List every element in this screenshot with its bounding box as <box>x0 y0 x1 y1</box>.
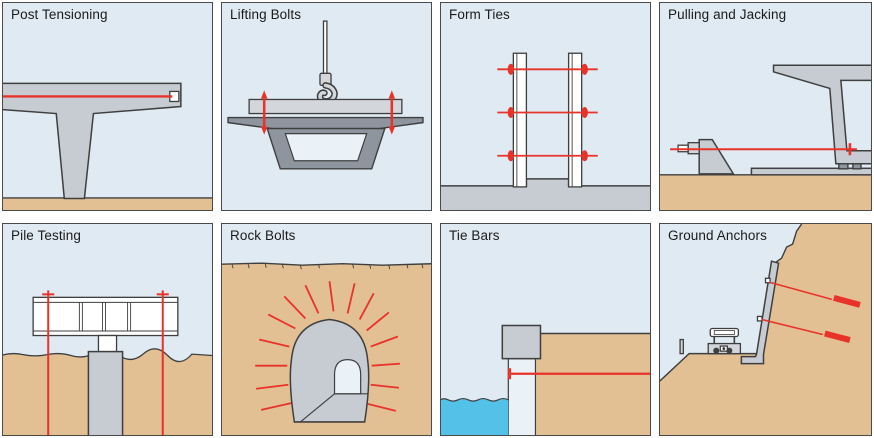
form-tie <box>497 107 598 119</box>
ground-anchor <box>769 281 861 308</box>
t-beam <box>3 82 182 200</box>
post <box>679 338 684 355</box>
bearing-block <box>852 163 862 170</box>
tunnel <box>289 318 370 423</box>
panel-title: Ground Anchors <box>668 228 767 243</box>
tunnel-floor <box>299 393 368 423</box>
panel-lifting-bolts: Lifting Bolts <box>221 2 432 211</box>
panel-title: Rock Bolts <box>230 228 296 243</box>
anchor-bar <box>42 290 55 435</box>
tie-bars-illustration <box>441 324 650 435</box>
panel-title: Tie Bars <box>449 228 500 243</box>
panel-title: Post Tensioning <box>11 7 108 22</box>
capping-beam <box>501 324 542 360</box>
test-beam <box>32 296 179 337</box>
panel-post-tensioning: Post Tensioning <box>2 2 213 211</box>
anchor-bar <box>156 290 169 435</box>
lifting-beam <box>248 98 403 115</box>
rock-bolts <box>255 281 400 412</box>
soil <box>535 333 650 435</box>
crane-cable <box>322 20 328 77</box>
panel-rock-bolts: Rock Bolts <box>221 223 432 436</box>
anchor-wall <box>740 260 780 365</box>
anchor-head <box>756 315 763 322</box>
test-pile <box>87 350 124 435</box>
water-surface <box>441 397 509 402</box>
form-tie <box>497 150 598 162</box>
quay-wall <box>507 358 537 435</box>
anchor-head <box>764 277 771 284</box>
ground-surface <box>222 262 431 266</box>
lifting-bolt <box>388 90 396 135</box>
panel-title: Pulling and Jacking <box>668 7 787 22</box>
drill-rig <box>707 327 742 355</box>
panel-title: Lifting Bolts <box>230 7 302 22</box>
skid-track <box>750 167 871 176</box>
bridge-girder <box>772 64 871 165</box>
form-ties-illustration <box>441 52 650 210</box>
tunnel-portal <box>333 359 362 395</box>
jack-cylinder <box>687 142 700 155</box>
ground <box>660 174 871 210</box>
panel-title: Form Ties <box>449 7 510 22</box>
panel-tie-bars: Tie Bars <box>440 223 651 436</box>
lifting-bolts-illustration <box>227 20 424 170</box>
form-panel-left <box>512 52 528 188</box>
panel-pile-testing: Pile Testing <box>2 223 213 436</box>
ground-anchors-illustration <box>660 224 871 435</box>
pulling-and-jacking-illustration <box>660 64 871 210</box>
panel-pulling-and-jacking: Pulling and Jacking <box>659 2 872 211</box>
form-panel-right <box>567 52 583 188</box>
anchor-plate <box>507 368 512 380</box>
box-girder-void <box>284 133 368 162</box>
panel-form-ties: Form Ties <box>440 2 651 211</box>
panel-title: Pile Testing <box>11 228 81 243</box>
load-block <box>97 334 118 353</box>
form-tie <box>497 63 598 75</box>
ground-anchor <box>761 318 851 343</box>
pile-testing-illustration <box>3 290 212 435</box>
lifting-bolt <box>260 90 268 135</box>
slope-surface <box>774 224 803 264</box>
bearing-block <box>838 163 849 170</box>
ground <box>3 197 212 210</box>
surface-ticks <box>231 263 424 270</box>
jacking-block <box>698 138 735 175</box>
rock-bolts-illustration <box>222 262 431 435</box>
water <box>441 398 509 435</box>
concrete-base <box>441 178 650 210</box>
panel-ground-anchors: Ground Anchors <box>659 223 872 436</box>
post-tensioning-illustration <box>3 82 212 210</box>
